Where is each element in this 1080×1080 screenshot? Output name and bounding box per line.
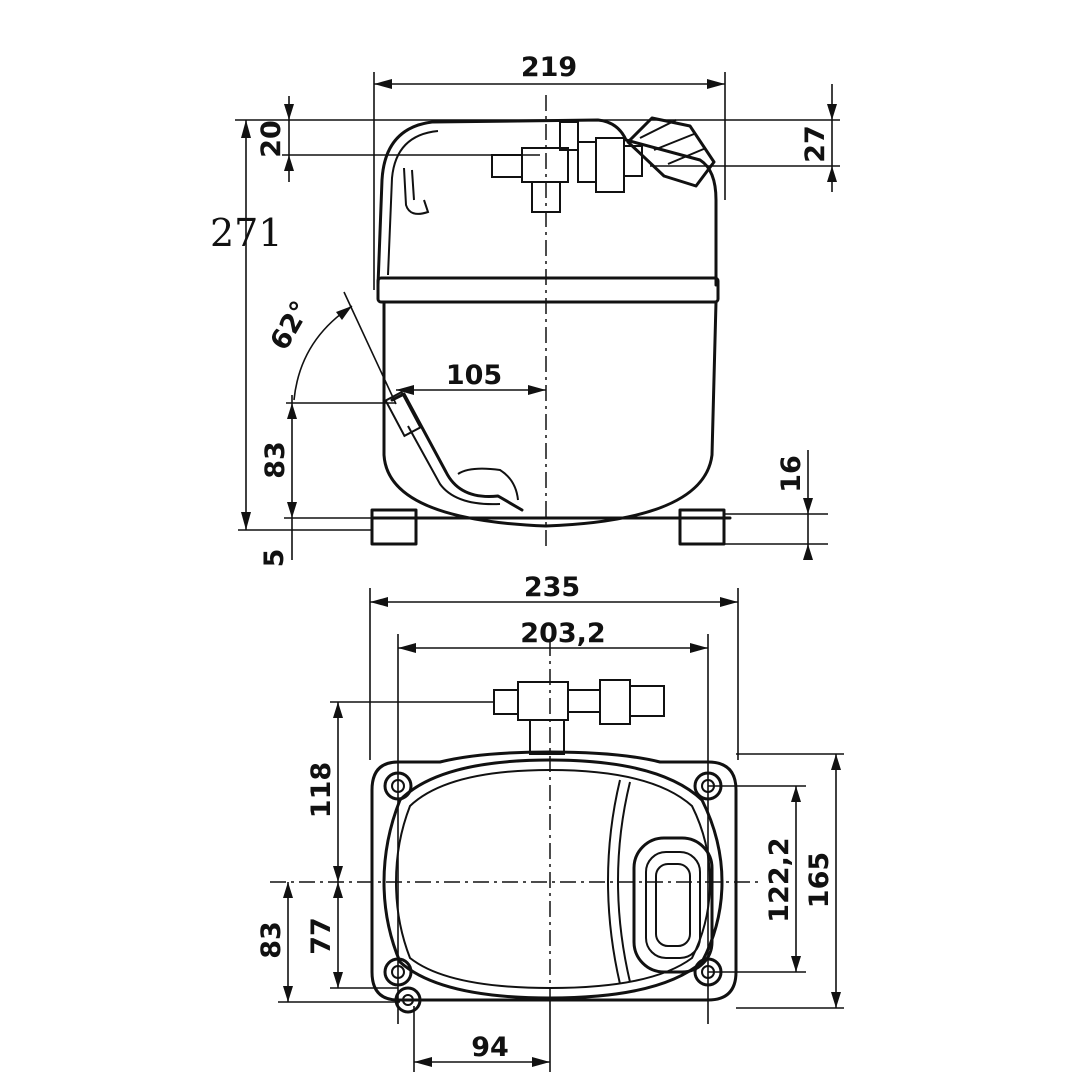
dim-122-2-label: 122,2 — [764, 837, 795, 922]
suction-stub — [394, 986, 422, 1014]
dim-83-top-label: 83 — [256, 921, 287, 959]
tube-fitting — [384, 390, 422, 438]
top-view-connector — [493, 679, 665, 755]
dim-235-label: 235 — [524, 572, 580, 603]
foot-right — [678, 508, 726, 546]
dim-118-label: 118 — [306, 762, 337, 818]
dim-77-label: 77 — [306, 917, 337, 955]
suction-tube — [390, 392, 524, 512]
dim-20-label: 20 — [256, 120, 287, 158]
top-shell-inner — [394, 768, 712, 990]
dim-203-2-label: 203,2 — [520, 618, 605, 649]
terminal-box — [632, 836, 714, 974]
cable-connector — [626, 116, 716, 188]
dome-hook — [403, 167, 430, 215]
mounting-plate — [370, 750, 738, 1002]
foot-left — [370, 508, 418, 546]
body-seam-band — [376, 276, 720, 304]
dim-271-label: 271 — [210, 211, 283, 255]
dim-83-side-label: 83 — [260, 441, 291, 479]
dim-94-label: 94 — [471, 1032, 509, 1063]
top-connector-assembly — [491, 116, 716, 213]
compressor-lower-shell — [382, 300, 718, 528]
dim-219-label: 219 — [521, 52, 577, 83]
dim-16-label: 16 — [776, 455, 807, 493]
compressor-dome — [376, 118, 718, 287]
dim-105-label: 105 — [446, 360, 502, 391]
dim-27-label: 27 — [800, 125, 831, 163]
dim-5-label: 5 — [259, 549, 290, 568]
dim-165-label: 165 — [804, 852, 835, 908]
top-view: 235 203,2 118 77 83 — [256, 572, 844, 1072]
dome-inner-line — [387, 130, 439, 276]
side-view: 219 20 27 271 62° 105 — [210, 52, 840, 567]
dim-62deg-label: 62° — [264, 296, 316, 356]
top-shell-outer — [382, 758, 724, 1000]
angle-ray — [343, 291, 397, 405]
